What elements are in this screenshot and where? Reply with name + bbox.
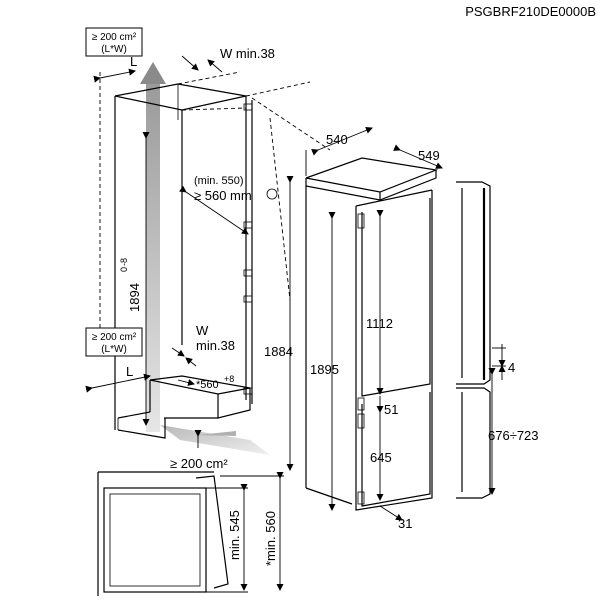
airflow-column bbox=[146, 82, 160, 432]
vent-box-bottom: ≥ 200 cm² (L*W) bbox=[85, 327, 143, 357]
side-door-range: 676÷723 bbox=[488, 428, 539, 443]
niche-height-label: 1894 bbox=[127, 283, 142, 312]
vent-w-bottom-line1: W bbox=[196, 323, 209, 338]
appliance-drawing: 540 549 1884 1895 1112 51 645 31 bbox=[264, 127, 443, 531]
detail-min-560: *min. 560 bbox=[263, 511, 278, 566]
vent-box-bottom-line1: ≥ 200 cm² bbox=[92, 332, 137, 343]
appliance-width: 540 bbox=[326, 132, 348, 147]
upper-door-height: 1112 bbox=[366, 316, 393, 331]
vent-w-top: W min.38 bbox=[220, 46, 275, 61]
vent-box-top: ≥ 200 cm² (L*W) bbox=[85, 27, 143, 57]
niche-height-tol-lower: -8 bbox=[119, 258, 129, 266]
vent-box-top-line1: ≥ 200 cm² bbox=[92, 32, 137, 43]
vent-box-bottom-line2: (L*W) bbox=[101, 344, 127, 355]
bottom-31: 31 bbox=[398, 516, 412, 531]
niche-depth-tol: +8 bbox=[224, 374, 234, 384]
side-gap-4: 4 bbox=[508, 360, 515, 375]
airflow-inlet bbox=[160, 425, 270, 455]
detail-min-545: min. 545 bbox=[227, 510, 242, 560]
airflow-arrow-head bbox=[140, 62, 166, 84]
niche-depth-min-line2: ≥ 560 mm bbox=[194, 188, 252, 203]
appliance-depth: 549 bbox=[418, 148, 440, 163]
appliance-height-total: 1895 bbox=[310, 362, 339, 377]
detail-drawing: min. 545 *min. 560 bbox=[97, 471, 284, 596]
niche-drawing: L W min.38 1894 0 -8 (min. 550) ≥ 560 mm… bbox=[85, 46, 331, 471]
model-code: PSGBRF210DE0000B bbox=[465, 4, 596, 19]
gap-51: 51 bbox=[384, 402, 398, 417]
side-profile: 4 676÷723 bbox=[456, 181, 539, 499]
niche-height-tol-upper: 0 bbox=[119, 267, 129, 272]
smiley-icon bbox=[266, 188, 278, 200]
vent-box-top-line2: (L*W) bbox=[101, 44, 127, 55]
floor-vent-label: ≥ 200 cm² bbox=[170, 456, 228, 471]
lower-door-height: 645 bbox=[370, 450, 392, 465]
niche-depth-min-line1: (min. 550) bbox=[194, 175, 244, 187]
vent-w-bottom-line2: min.38 bbox=[196, 338, 235, 353]
vent-l-bottom: L bbox=[126, 364, 133, 379]
niche-depth: *560 bbox=[196, 379, 219, 391]
appliance-height-door: 1884 bbox=[264, 344, 293, 359]
vent-l-top: L bbox=[130, 54, 137, 69]
